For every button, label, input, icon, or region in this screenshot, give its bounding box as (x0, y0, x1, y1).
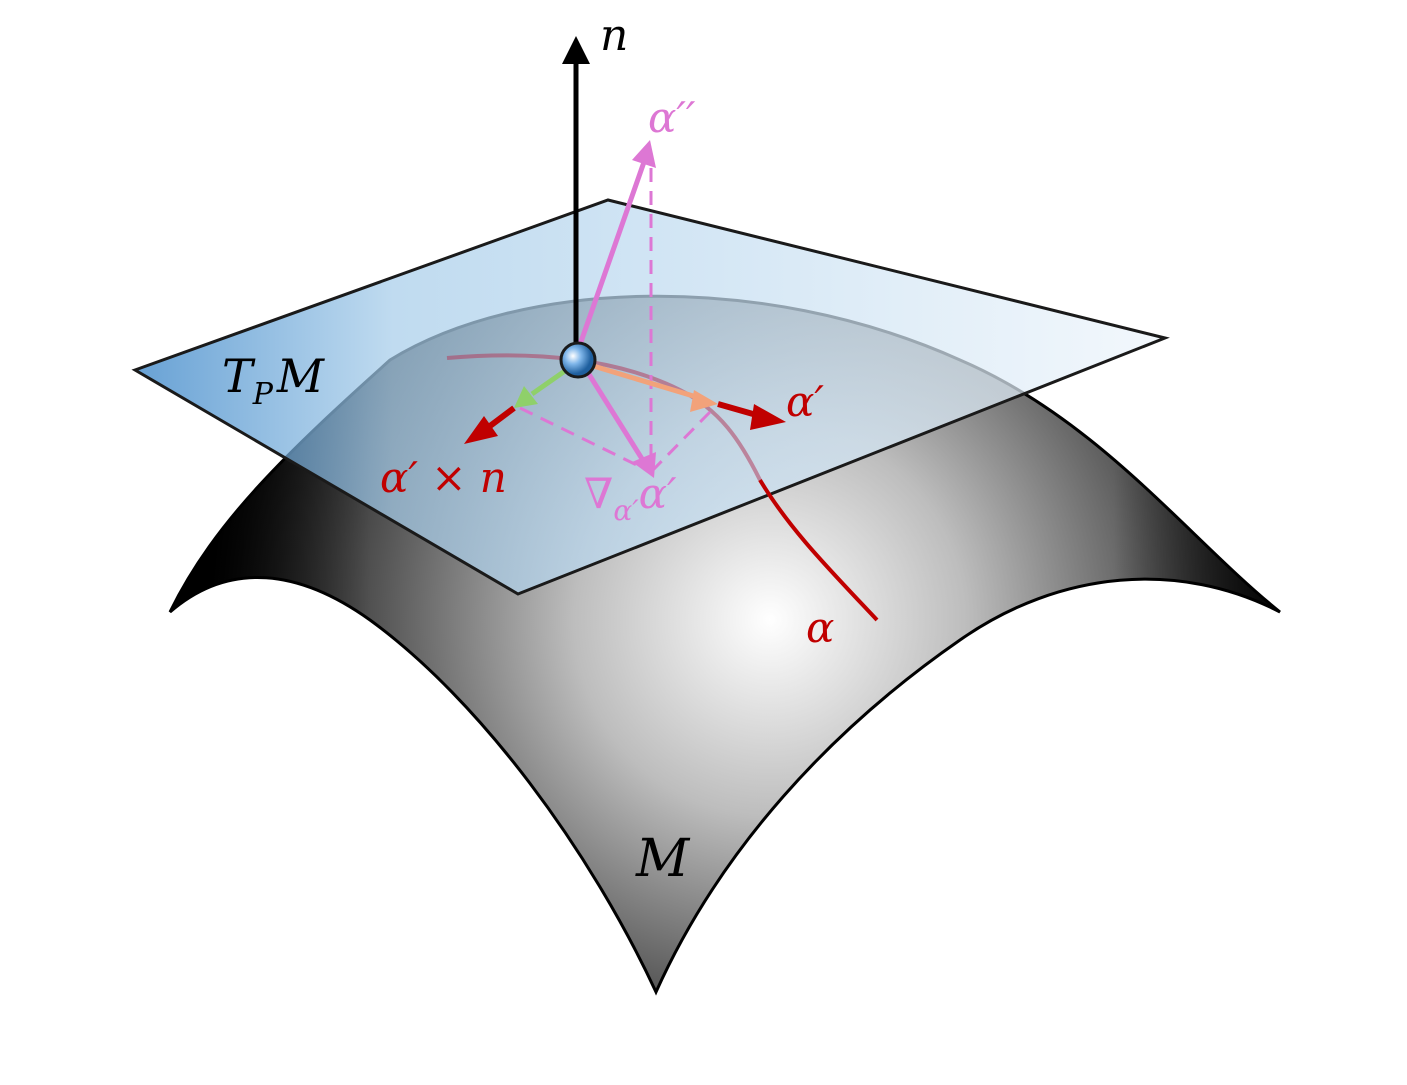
label-curve: α (806, 603, 834, 652)
label-second-derivative: α′′ (648, 93, 696, 142)
label-covariant-sub: α′ (613, 494, 639, 527)
label-tangent-plane-sub: P (252, 377, 274, 412)
point-p (559, 341, 597, 379)
label-tangent-plane-main: T (222, 349, 256, 403)
label-normal: n (600, 10, 628, 61)
label-covariant-tail: α′ (639, 469, 677, 518)
covariant-derivative-arrow (577, 358, 656, 478)
label-covariant-derivative: ∇α′α′ (584, 469, 677, 527)
svg-text:∇α′α′: ∇α′α′ (584, 469, 677, 527)
curve-alpha-lower (758, 478, 879, 622)
normal-vector-arrow (562, 36, 590, 356)
label-covariant-nabla: ∇ (584, 469, 613, 518)
svg-text:TPM: TPM (222, 349, 326, 412)
label-cross-product: α′ × n (380, 453, 507, 502)
label-tangent-plane: TPM (222, 349, 326, 412)
tangent-arrow (579, 359, 786, 430)
second-derivative-arrow (573, 140, 656, 357)
tangent-plane (131, 198, 1170, 596)
curve-alpha-upper (446, 353, 762, 481)
label-tangent-plane-tail: M (276, 349, 326, 403)
label-surface: M (635, 829, 691, 889)
label-tangent: α′ (786, 377, 824, 426)
projection-dashes (519, 168, 712, 474)
